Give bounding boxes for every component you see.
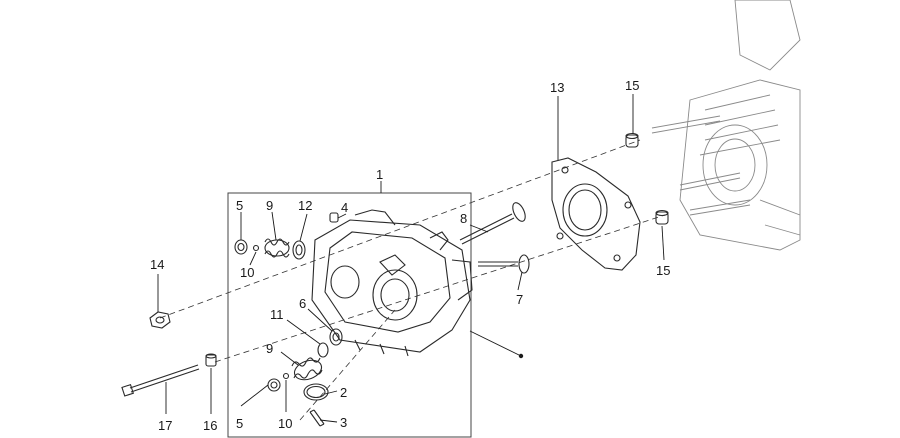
callout-15-upper: 15 xyxy=(625,78,639,93)
callout-10-upper: 10 xyxy=(240,265,254,280)
cylinder-head-group-frame xyxy=(227,192,472,438)
lower-valve-train xyxy=(267,328,343,392)
callout-4: 4 xyxy=(341,200,348,215)
valves xyxy=(459,202,530,274)
callout-9-upper: 9 xyxy=(266,198,273,213)
callout-3: 3 xyxy=(340,415,347,430)
callout-12: 12 xyxy=(298,198,312,213)
callout-2: 2 xyxy=(340,385,347,400)
callout-labels: 1 2 3 4 5 5 6 7 8 9 9 10 10 11 12 13 14 … xyxy=(150,78,670,433)
nut xyxy=(149,311,171,329)
callout-7: 7 xyxy=(516,292,523,307)
leader-dot xyxy=(518,353,524,359)
long-bolt xyxy=(121,364,200,397)
callout-16: 16 xyxy=(203,418,217,433)
callout-8: 8 xyxy=(460,211,467,226)
callout-6: 6 xyxy=(299,296,306,311)
dowel-16 xyxy=(205,353,217,367)
callout-14: 14 xyxy=(150,257,164,272)
upper-valve-train xyxy=(234,212,339,260)
callout-5-lower: 5 xyxy=(236,416,243,431)
cylinder-head xyxy=(311,209,473,357)
callout-9-lower: 9 xyxy=(266,341,273,356)
callout-13: 13 xyxy=(550,80,564,95)
callout-5-upper: 5 xyxy=(236,198,243,213)
dowel-pins xyxy=(625,132,669,225)
callout-17: 17 xyxy=(158,418,172,433)
leader-lines xyxy=(157,94,665,423)
head-gasket xyxy=(551,157,641,271)
oring-and-stud xyxy=(303,383,329,427)
callout-11: 11 xyxy=(270,307,284,322)
cylinder-studs xyxy=(651,115,751,216)
callout-1: 1 xyxy=(376,167,383,182)
callout-15-lower: 15 xyxy=(656,263,670,278)
callout-10-lower: 10 xyxy=(278,416,292,431)
engine-block xyxy=(679,0,801,251)
